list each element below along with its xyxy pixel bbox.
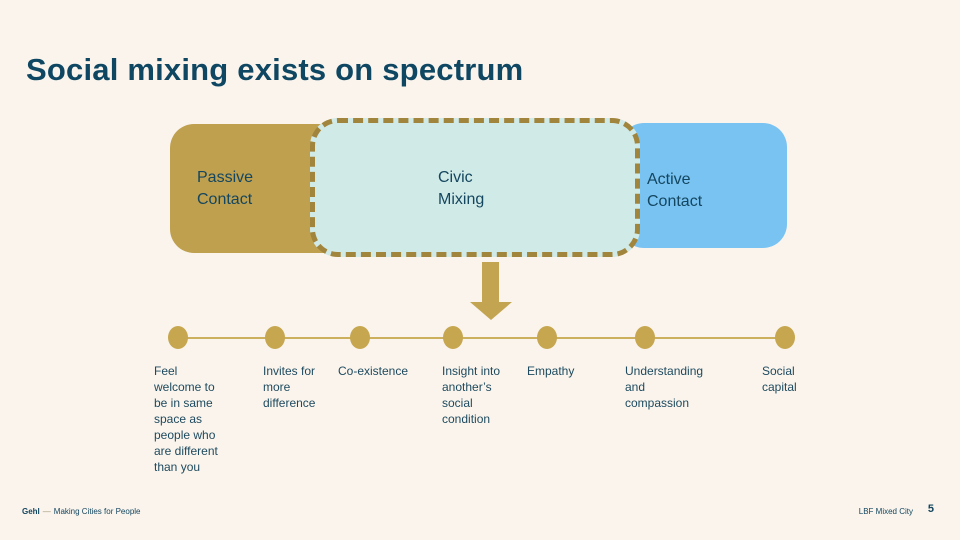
timeline-label: Feel welcome to be in same space as peop… [154, 364, 218, 474]
down-arrow-head [470, 302, 512, 320]
slide-title: Social mixing exists on spectrum [26, 52, 524, 87]
timeline-dot [350, 326, 370, 349]
down-arrow-shaft [482, 262, 499, 303]
footer-dash: — [42, 507, 51, 516]
civic-mixing-box [310, 118, 640, 257]
footer-project-name: LBF Mixed City [858, 507, 913, 516]
timeline-line [178, 337, 785, 339]
brand-logo-text: Gehl [22, 507, 40, 516]
timeline-label: Co-existence [338, 364, 409, 378]
footer-tagline: Making Cities for People [53, 507, 141, 516]
timeline-label: Understanding and compassion [625, 364, 704, 410]
timeline-label: Invites for more difference [263, 364, 316, 410]
active-contact-label: Active Contact [647, 171, 703, 210]
timeline-dot [443, 326, 463, 349]
timeline-label: Insight into another’s social condition [442, 364, 501, 426]
timeline-dot [775, 326, 795, 349]
timeline-dot [635, 326, 655, 349]
page-number: 5 [927, 503, 934, 515]
passive-contact-label: Passive Contact [197, 169, 254, 208]
civic-mixing-label: Civic Mixing [438, 169, 485, 208]
active-contact-box [620, 123, 787, 248]
timeline-dot [265, 326, 285, 349]
timeline-label: Empathy [527, 364, 575, 378]
timeline-label: Social capital [762, 364, 797, 394]
timeline-dot [168, 326, 188, 349]
timeline-dot [537, 326, 557, 349]
footer-brand-line: Gehl—Making Cities for People [22, 507, 141, 516]
